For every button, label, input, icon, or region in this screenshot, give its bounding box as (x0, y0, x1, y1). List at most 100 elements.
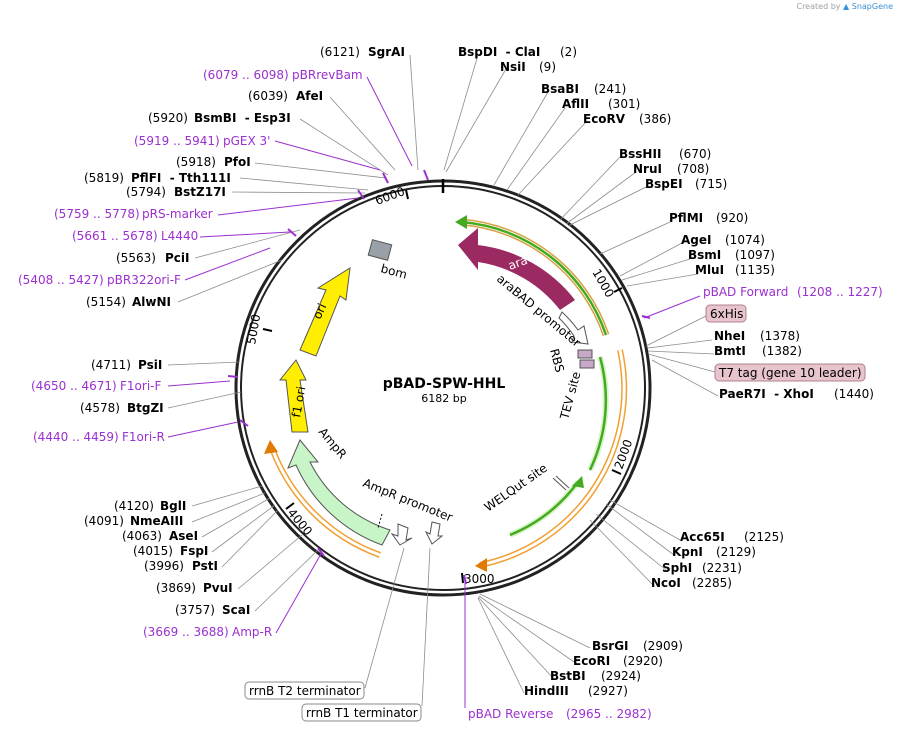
site-pos-hindiii: (2927) (588, 684, 628, 698)
site-psii[interactable]: PsiI (138, 358, 162, 372)
site-pos-bsrgi: (2909) (643, 639, 683, 653)
site-bsabi[interactable]: BsaBI (541, 82, 579, 96)
primer-f1ori-f[interactable]: F1ori-F (120, 379, 161, 393)
site-bspei[interactable]: BspEI (645, 177, 683, 191)
cds-arc-welqut-line (509, 481, 580, 537)
scale-ticks (262, 189, 623, 584)
site-bspdi[interactable]: BspDI - ClaI (458, 45, 540, 59)
primer-range-l4440: (5661 .. 5678) (72, 229, 158, 243)
primer-pbr322ori-f[interactable]: pBR322ori-F (107, 273, 181, 287)
tev-site-label: TEV site (557, 370, 583, 422)
left-leader-lines (167, 54, 419, 612)
primer-range-pbad-forward: (1208 .. 1227) (797, 285, 883, 299)
bom-box (367, 239, 393, 261)
site-pos-bsmbi: (5920) (148, 111, 188, 125)
site-bsshii[interactable]: BssHII (619, 147, 661, 161)
primer-pgex3[interactable]: pGEX 3' (223, 134, 270, 148)
ori-label: ori (310, 301, 329, 321)
site-pos-nhei: (1378) (760, 329, 800, 343)
brand-name: SnapGene (851, 2, 893, 11)
ampr-arrow (287, 439, 391, 546)
site-nsii[interactable]: NsiI (500, 60, 526, 74)
site-sphi[interactable]: SphI (662, 561, 692, 575)
site-alwni[interactable]: AlwNI (132, 295, 171, 309)
left-primer-lines (167, 76, 413, 634)
site-pos-ecorv: (386) (639, 112, 671, 126)
site-psti[interactable]: PstI (192, 559, 218, 573)
site-ncoi[interactable]: NcoI (651, 576, 681, 590)
site-hindiii[interactable]: HindIII (524, 684, 569, 698)
his-leader (645, 315, 707, 347)
site-scai[interactable]: ScaI (222, 603, 250, 617)
primer-pbad-reverse[interactable]: pBAD Reverse (468, 707, 553, 721)
site-pos-agei: (1074) (725, 233, 765, 247)
ori-arrow (299, 267, 351, 357)
rrnb-t2-label[interactable]: rrnB T2 terminator (249, 684, 361, 698)
ampr-dotted (377, 513, 383, 529)
site-pfoi[interactable]: PfoI (224, 155, 251, 169)
site-pos-asei: (4063) (122, 529, 162, 543)
his-tag-label[interactable]: 6xHis (710, 307, 743, 321)
rrnb-t1-label[interactable]: rrnB T1 terminator (306, 706, 418, 720)
site-bsrgi[interactable]: BsrGI (592, 639, 629, 653)
site-bstbi[interactable]: BstBI (550, 669, 586, 683)
primer-pbad-forward[interactable]: pBAD Forward (703, 285, 788, 299)
brand-prefix: Created by (796, 2, 841, 11)
site-pos-kpni: (2129) (716, 545, 756, 559)
cds-arc-arac-line (461, 220, 608, 336)
site-mlui[interactable]: MluI (695, 263, 724, 277)
primer-range-amp-r: (3669 .. 3688) (143, 625, 229, 639)
primer-prs-marker[interactable]: pRS-marker (142, 207, 213, 221)
site-paer7i[interactable]: PaeR7I - XhoI (719, 387, 814, 401)
primer-pbrrevbam[interactable]: pBRrevBam (292, 68, 363, 82)
site-pos-bsshii: (670) (679, 147, 711, 161)
site-btgzi[interactable]: BtgZI (127, 401, 164, 415)
site-pvui[interactable]: PvuI (203, 581, 233, 595)
site-bgli[interactable]: BglI (160, 499, 186, 513)
welqut-marker-2 (555, 475, 570, 489)
site-ecorv[interactable]: EcoRV (583, 112, 626, 126)
site-pos-bstbi: (2924) (601, 669, 641, 683)
site-acc65i[interactable]: Acc65I (680, 530, 725, 544)
site-pos-ncoi: (2285) (692, 576, 732, 590)
site-bmti[interactable]: BmtI (714, 344, 746, 358)
cds-arc-left-head (264, 440, 278, 454)
site-aflii[interactable]: AflII (562, 97, 589, 111)
primer-range-pbr322ori-f: (5408 .. 5427) (18, 273, 104, 287)
t7-tag-label[interactable]: T7 tag (gene 10 leader) (718, 366, 862, 380)
site-bstz17i[interactable]: BstZ17I (174, 185, 226, 199)
arac-arrow (458, 228, 575, 310)
site-sgrai[interactable]: SgrAI (368, 45, 405, 59)
rrnb-t2-box (244, 681, 365, 700)
primer-range-f1ori-f: (4650 .. 4671) (31, 379, 117, 393)
site-pos-nmeaiii: (4091) (84, 514, 124, 528)
rrnb-t1-box (301, 703, 422, 722)
site-ecori[interactable]: EcoRI (573, 654, 610, 668)
site-pos-pvui: (3869) (156, 581, 196, 595)
plasmid-name: pBAD-SPW-HHL (383, 376, 506, 392)
site-pos-bspei: (715) (695, 177, 727, 191)
site-pos-aflii: (301) (608, 97, 640, 111)
site-bsmi[interactable]: BsmI (688, 248, 721, 262)
primer-amp-r[interactable]: Amp-R (232, 625, 272, 639)
site-agei[interactable]: AgeI (681, 233, 711, 247)
site-afei[interactable]: AfeI (296, 89, 323, 103)
site-pflfi[interactable]: PflFI - Tth111I (131, 171, 231, 185)
site-nhei[interactable]: NheI (714, 329, 745, 343)
primer-f1ori-r[interactable]: F1ori-R (122, 430, 165, 444)
cds-arc-arac-head (455, 215, 467, 229)
tick-5000: 5000 (244, 313, 263, 346)
site-asei[interactable]: AseI (169, 529, 198, 543)
cds-arc-tev-green-line (588, 356, 608, 471)
site-pcii[interactable]: PciI (165, 251, 190, 265)
site-fspi[interactable]: FspI (180, 544, 208, 558)
site-nmeaiii[interactable]: NmeAIII (130, 514, 183, 528)
site-nrui[interactable]: NruI (633, 162, 662, 176)
f1-ori-label: f1 ori (289, 385, 308, 418)
site-pos-pfoi: (5918) (176, 155, 216, 169)
site-bsmbi[interactable]: BsmBI - Esp3I (194, 111, 291, 125)
site-kpni[interactable]: KpnI (672, 545, 703, 559)
primer-l4440[interactable]: L4440 (161, 229, 198, 243)
site-pflmi[interactable]: PflMI (669, 211, 703, 225)
site-pos-sgrai: (6121) (320, 45, 360, 59)
